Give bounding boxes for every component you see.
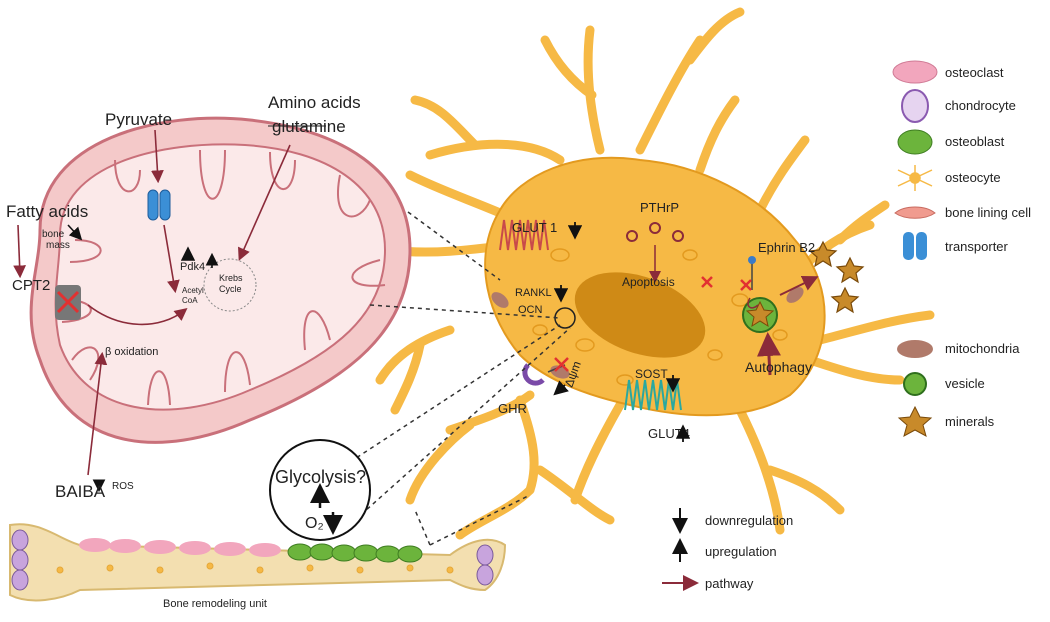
mineral-star-icon: [897, 405, 933, 438]
mitochondria-icon: [897, 340, 933, 358]
ephrin-receptor: [748, 256, 756, 264]
bone-mass-label: bone mass: [42, 229, 70, 251]
legend-transporter: transporter: [945, 239, 1009, 254]
pyruvate-transporter: [147, 189, 171, 221]
legend-minerals: minerals: [945, 414, 995, 429]
ros-label: ROS: [112, 481, 134, 492]
bone-lining-cell-icon: [894, 206, 936, 219]
nucleus: [574, 272, 706, 358]
osteocyte-icon: [897, 165, 933, 191]
autophagy-arrow: [756, 332, 781, 376]
inhibition-marks: [554, 276, 752, 372]
acetyl-coa-label: Acetyl CoA: [182, 286, 206, 305]
sost-label: SOST: [635, 367, 668, 381]
legend-downregulation: downregulation: [705, 513, 793, 528]
apoptosis-label: Apoptosis: [622, 275, 675, 289]
osteocyte-dendrites: [375, 7, 935, 540]
baiba-label: BAIBA: [55, 482, 106, 501]
minerals-outside: [808, 240, 865, 314]
osteoblasts-on-bone: [287, 543, 423, 563]
mito-inner-membrane: [54, 143, 387, 411]
glutamine-label: glutamine: [272, 117, 346, 136]
legend-mitochondria: mitochondria: [945, 341, 1020, 356]
chondrocytes-on-bone: [11, 529, 494, 591]
pyruvate-label: Pyruvate: [105, 110, 172, 129]
labels: Pyruvate Amino acids glutamine Fatty aci…: [6, 93, 815, 610]
legend-osteoclast: osteoclast: [945, 65, 1004, 80]
bone-shaft: [9, 523, 507, 602]
legend-icons: [662, 60, 938, 591]
bone-remodeling-unit: [9, 523, 507, 602]
vesicle-mineral: [745, 300, 775, 328]
krebs-cycle-circle: [203, 258, 257, 312]
regulation-arrows: [180, 222, 691, 442]
bone-unit-label: Bone remodeling unit: [163, 598, 267, 610]
osteoclast-icon: [892, 60, 938, 84]
beta-oxidation-label: β oxidation: [105, 346, 158, 358]
mito-pathway-arrows: [13, 129, 291, 476]
acetyl-line2: CoA: [182, 296, 198, 305]
osteocytes-in-bone: [56, 562, 454, 574]
cpt2-label: CPT2: [12, 277, 50, 294]
glut4-transporter: [624, 379, 682, 411]
transporter-icon: [903, 232, 927, 260]
legend-labels: osteoclast chondrocyte osteoblast osteoc…: [705, 65, 1031, 591]
ephrin-arrow: [747, 297, 759, 309]
legend-bone-lining-cell: bone lining cell: [945, 205, 1031, 220]
fatty-acids-label: Fatty acids: [6, 202, 88, 221]
autophagy-label: Autophagy: [745, 359, 812, 375]
chondrocyte-icon: [901, 89, 929, 123]
mito-regulation-arrows: [67, 224, 219, 493]
cpt2-block-mark: [56, 290, 80, 314]
pthrp-particles: [626, 222, 684, 242]
legend-vesicle: vesicle: [945, 376, 985, 391]
ocn-label: OCN: [518, 304, 543, 316]
bone-mass-line1: bone: [42, 229, 65, 240]
glycolysis-label: Glycolysis?: [275, 467, 366, 487]
mitochondrion: [13, 116, 412, 493]
krebs-line2: Cycle: [219, 284, 242, 294]
legend-chondrocyte: chondrocyte: [945, 98, 1016, 113]
mineral-export-arrow: [779, 276, 819, 296]
ghr-label: GHR: [498, 401, 527, 416]
o2-label: O₂: [305, 515, 324, 532]
legend-upregulation: upregulation: [705, 544, 777, 559]
glut1-transporter: [499, 219, 549, 251]
glut1-label: GLUT 1: [512, 220, 557, 235]
pthrp-label: PTHrP: [640, 200, 679, 215]
bone-mass-line2: mass: [46, 240, 70, 251]
amino-acids-label: Amino acids: [268, 93, 361, 112]
osteocyte-cell: [375, 7, 935, 540]
osteoclasts-on-bone: [79, 538, 281, 557]
ephrin-label: Ephrin B2: [758, 240, 815, 255]
zoom-guide-lines: [329, 211, 571, 546]
mito-cristae: [61, 149, 386, 406]
legend-osteoblast: osteoblast: [945, 134, 1005, 149]
acetyl-line1: Acetyl: [182, 286, 204, 295]
legend-pathway: pathway: [705, 576, 754, 591]
vesicle-icon: [903, 372, 927, 396]
legend-osteocyte: osteocyte: [945, 170, 1001, 185]
rankl-label: RANKL: [515, 287, 552, 299]
ghr-receptor: [522, 363, 545, 386]
krebs-label: Krebs Cycle: [219, 273, 245, 294]
krebs-line1: Krebs: [219, 273, 243, 283]
osteoblast-icon: [897, 129, 933, 155]
pdk4-label: Pdk4: [180, 261, 205, 273]
